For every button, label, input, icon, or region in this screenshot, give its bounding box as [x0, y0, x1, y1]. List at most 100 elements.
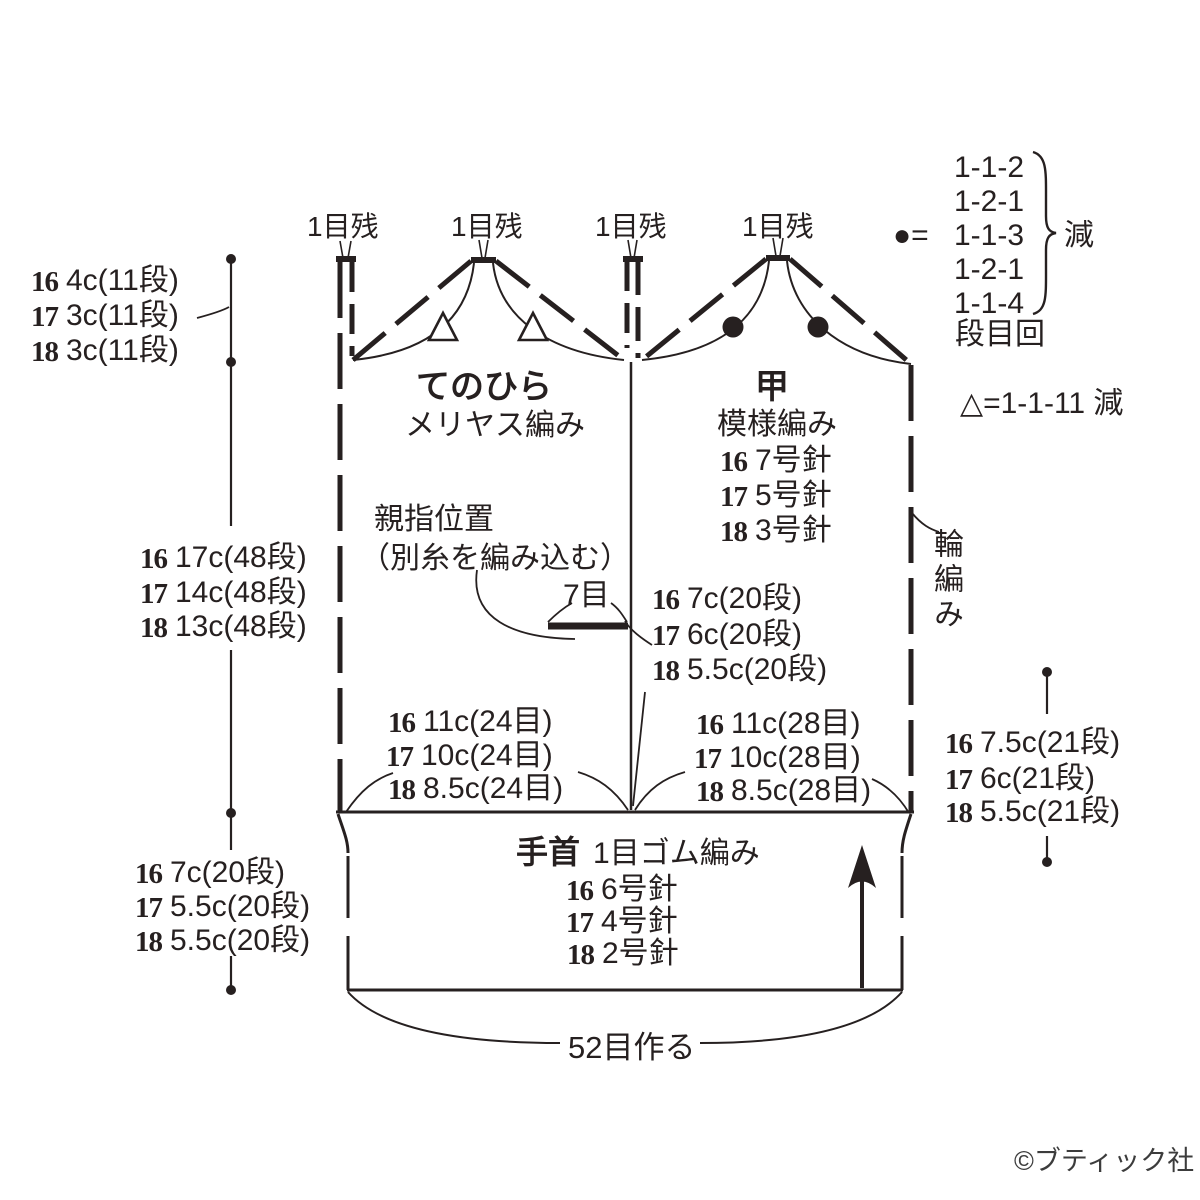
left-spike-fork	[339, 240, 344, 259]
back-peak-fork	[772, 237, 777, 257]
size-number: 17	[720, 481, 748, 513]
legend-row: 1-2-1	[954, 253, 1025, 286]
legend-footer: 段目回	[955, 318, 1045, 351]
wrist-needle-row: 16 6号針	[566, 875, 678, 906]
size-number: 16	[388, 707, 416, 739]
measure-value: 11c(28目)	[731, 707, 861, 740]
measure-value: 5.5c(20段)	[170, 890, 311, 923]
measure-value: 8.5c(24目)	[423, 772, 564, 805]
back-stitch-label: 模様編み	[717, 408, 837, 441]
measure-value: 11c(24目)	[423, 705, 553, 738]
size-number: 17	[694, 743, 722, 775]
measure-right-row: 17 6c(21段)	[945, 764, 1095, 795]
dot-marker	[722, 316, 744, 338]
palm-width-leader-right	[577, 771, 629, 811]
ring-knitting-label: 輪編み	[929, 528, 962, 633]
thumb-sts-brace-left	[547, 602, 573, 623]
size-number: 18	[696, 776, 724, 808]
back-needle-row: 18 3号針	[720, 516, 832, 547]
palm-width-row: 18 8.5c(24目)	[388, 774, 563, 805]
back-width-leader-left	[634, 771, 686, 811]
measure-left-top-row: 18 3c(11段)	[31, 336, 179, 367]
cast-on-brace-left	[347, 991, 561, 1044]
palm-left-diagonal	[351, 259, 473, 362]
size-number: 18	[652, 655, 680, 687]
triangle-marker	[426, 310, 460, 342]
measure-value: 5.5c(20段)	[170, 924, 311, 957]
cast-on-label: 52目作る	[568, 1030, 696, 1065]
needle-size: 6号針	[601, 873, 678, 906]
legend-decrease-label: 減	[1064, 219, 1094, 252]
legend-dot-equals: ●=	[893, 219, 929, 252]
center-spike-fork	[627, 239, 632, 259]
thumb-leader-curve	[475, 569, 576, 640]
mid-measure-leader-bottom	[632, 691, 646, 807]
back-peak-fork	[779, 237, 784, 257]
measure-value: 8.5c(28目)	[731, 774, 872, 807]
measure-left-mid-row: 18 13c(48段)	[140, 612, 307, 643]
thumb-position-label: 親指位置	[374, 503, 494, 536]
size-number: 16	[566, 875, 594, 907]
palm-peak-fork	[484, 239, 489, 259]
wrist-title-row: 手首 1目ゴム編み	[516, 836, 760, 869]
size-number: 18	[140, 612, 168, 644]
size-number: 16	[945, 728, 973, 760]
palm-right-diagonal	[494, 259, 626, 362]
measure-mid-row: 17 6c(20段)	[652, 620, 802, 651]
size-number: 17	[566, 907, 594, 939]
left-spike-fork	[347, 240, 352, 259]
center-spike-fork	[633, 239, 638, 259]
back-needle-row: 17 5号針	[720, 481, 832, 512]
thumb-sts-brace-right	[610, 602, 628, 623]
cast-on-arrow-head	[848, 845, 876, 888]
thumb-stitches-label: 7目	[563, 579, 610, 612]
measure-value: 7c(20段)	[687, 582, 803, 615]
palm-width-leader-left	[345, 772, 394, 813]
thumb-waste-yarn-label: （別糸を編み込む）	[360, 542, 630, 575]
measure-left-bottom-row: 16 7c(20段)	[135, 858, 285, 889]
size-number: 18	[720, 516, 748, 548]
size-number: 17	[386, 741, 414, 773]
triangle-marker	[516, 310, 550, 342]
measure-left-mid-row: 17 14c(48段)	[140, 578, 307, 609]
stitch-remain-label: 1目残	[451, 211, 523, 242]
palm-stitch-label: メリヤス編み	[405, 409, 585, 442]
needle-size: 7号針	[755, 444, 832, 477]
wrist-needle-row: 17 4号針	[566, 907, 678, 938]
size-number: 16	[135, 858, 163, 890]
measure-value: 10c(24目)	[421, 739, 553, 772]
measure-value: 14c(48段)	[175, 576, 307, 609]
needle-size: 3号針	[755, 514, 832, 547]
back-needle-row: 16 7号針	[720, 446, 832, 477]
legend-row: 1-1-3	[954, 219, 1025, 252]
size-number: 16	[696, 709, 724, 741]
size-number: 18	[31, 336, 59, 368]
legend-brace	[1032, 150, 1057, 316]
size-number: 17	[945, 764, 973, 796]
size-number: 16	[652, 584, 680, 616]
cuff-left-flare	[336, 813, 350, 854]
stitch-remain-label: 1目残	[595, 211, 667, 242]
measure-value: 3c(11段)	[66, 299, 179, 332]
measure-value: 13c(48段)	[175, 610, 307, 643]
wrist-section-title: 手首	[516, 834, 581, 870]
measure-value: 5.5c(21段)	[980, 795, 1121, 828]
measure-value: 4c(11段)	[66, 264, 179, 297]
measure-mid-row: 16 7c(20段)	[652, 584, 802, 615]
legend-row: 1-2-1	[954, 185, 1025, 218]
needle-size: 5号針	[755, 479, 832, 512]
back-left-diagonal	[640, 257, 768, 362]
cast-on-brace-right	[699, 991, 903, 1044]
size-number: 18	[945, 797, 973, 829]
back-width-row: 18 8.5c(28目)	[696, 776, 871, 807]
measure-left-top-row: 17 3c(11段)	[31, 301, 179, 332]
needle-size: 2号針	[602, 937, 679, 970]
back-width-row: 17 10c(28目)	[694, 743, 861, 774]
copyright-notice: ©ブティック社	[1014, 1146, 1195, 1176]
size-number: 17	[652, 620, 680, 652]
measure-left-bottom-row: 17 5.5c(20段)	[135, 892, 310, 923]
wrist-needle-row: 18 2号針	[567, 939, 679, 970]
measure-value: 7c(20段)	[170, 856, 286, 889]
